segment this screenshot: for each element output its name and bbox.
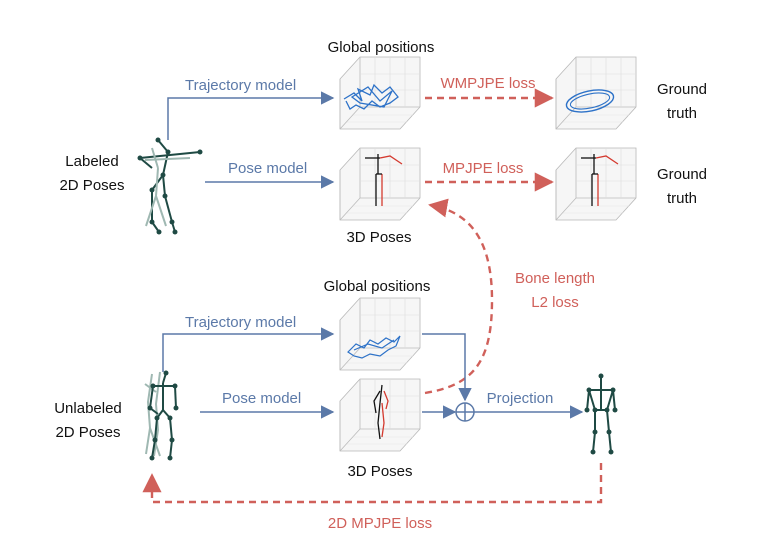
ground-truth-pose-plot	[555, 147, 637, 221]
poses-3d-label-top: 3D Poses	[346, 229, 411, 246]
ground-truth-2-line2: truth	[667, 190, 697, 207]
unlabeled-label-line1: Unlabeled	[54, 400, 122, 417]
poses-3d-plot-top	[339, 147, 421, 221]
unlabeled-skeleton-joints	[147, 370, 179, 461]
poses-3d-plot-bottom	[339, 378, 421, 452]
labeled-label-line1: Labeled	[65, 153, 118, 170]
labeled-skeleton-shadow	[144, 147, 191, 227]
mpjpe-loss-label: MPJPE loss	[443, 160, 524, 177]
projected-skeleton-joints	[584, 373, 618, 455]
projection-node	[455, 402, 475, 422]
ground-truth-2-line1: Ground	[657, 166, 707, 183]
trajectory-model-label-bottom: Trajectory model	[185, 314, 296, 331]
labeled-label-line2: 2D Poses	[59, 177, 124, 194]
global-positions-plot-top	[339, 56, 421, 130]
labeled-skeleton-joints	[137, 137, 203, 235]
wmpjpe-loss-label: WMPJPE loss	[440, 75, 535, 92]
trajectory-model-arrow-top	[167, 91, 335, 140]
trajectory-model-arrow-bottom	[162, 327, 335, 372]
global-positions-plot-bottom	[339, 297, 421, 371]
global-to-projection-arrow	[422, 333, 472, 402]
mpjpe-2d-loss-label: 2D MPJPE loss	[328, 515, 432, 532]
global-positions-label-top: Global positions	[328, 39, 435, 56]
global-positions-label-bottom: Global positions	[324, 278, 431, 295]
poses-3d-label-bottom: 3D Poses	[347, 463, 412, 480]
ground-truth-1-line1: Ground	[657, 81, 707, 98]
projection-label: Projection	[487, 390, 554, 407]
bone-length-loss-arrow	[424, 198, 494, 395]
trajectory-model-label-top: Trajectory model	[185, 77, 296, 94]
pose-model-label-bottom: Pose model	[222, 390, 301, 407]
pose-model-label-top: Pose model	[228, 160, 307, 177]
ground-truth-global-plot	[555, 56, 637, 130]
bone-length-label-line2: L2 loss	[531, 294, 579, 311]
projected-skeleton-figure	[586, 376, 616, 453]
unlabeled-label-line2: 2D Poses	[55, 424, 120, 441]
bone-length-label-line1: Bone length	[515, 270, 595, 287]
ground-truth-1-line2: truth	[667, 105, 697, 122]
